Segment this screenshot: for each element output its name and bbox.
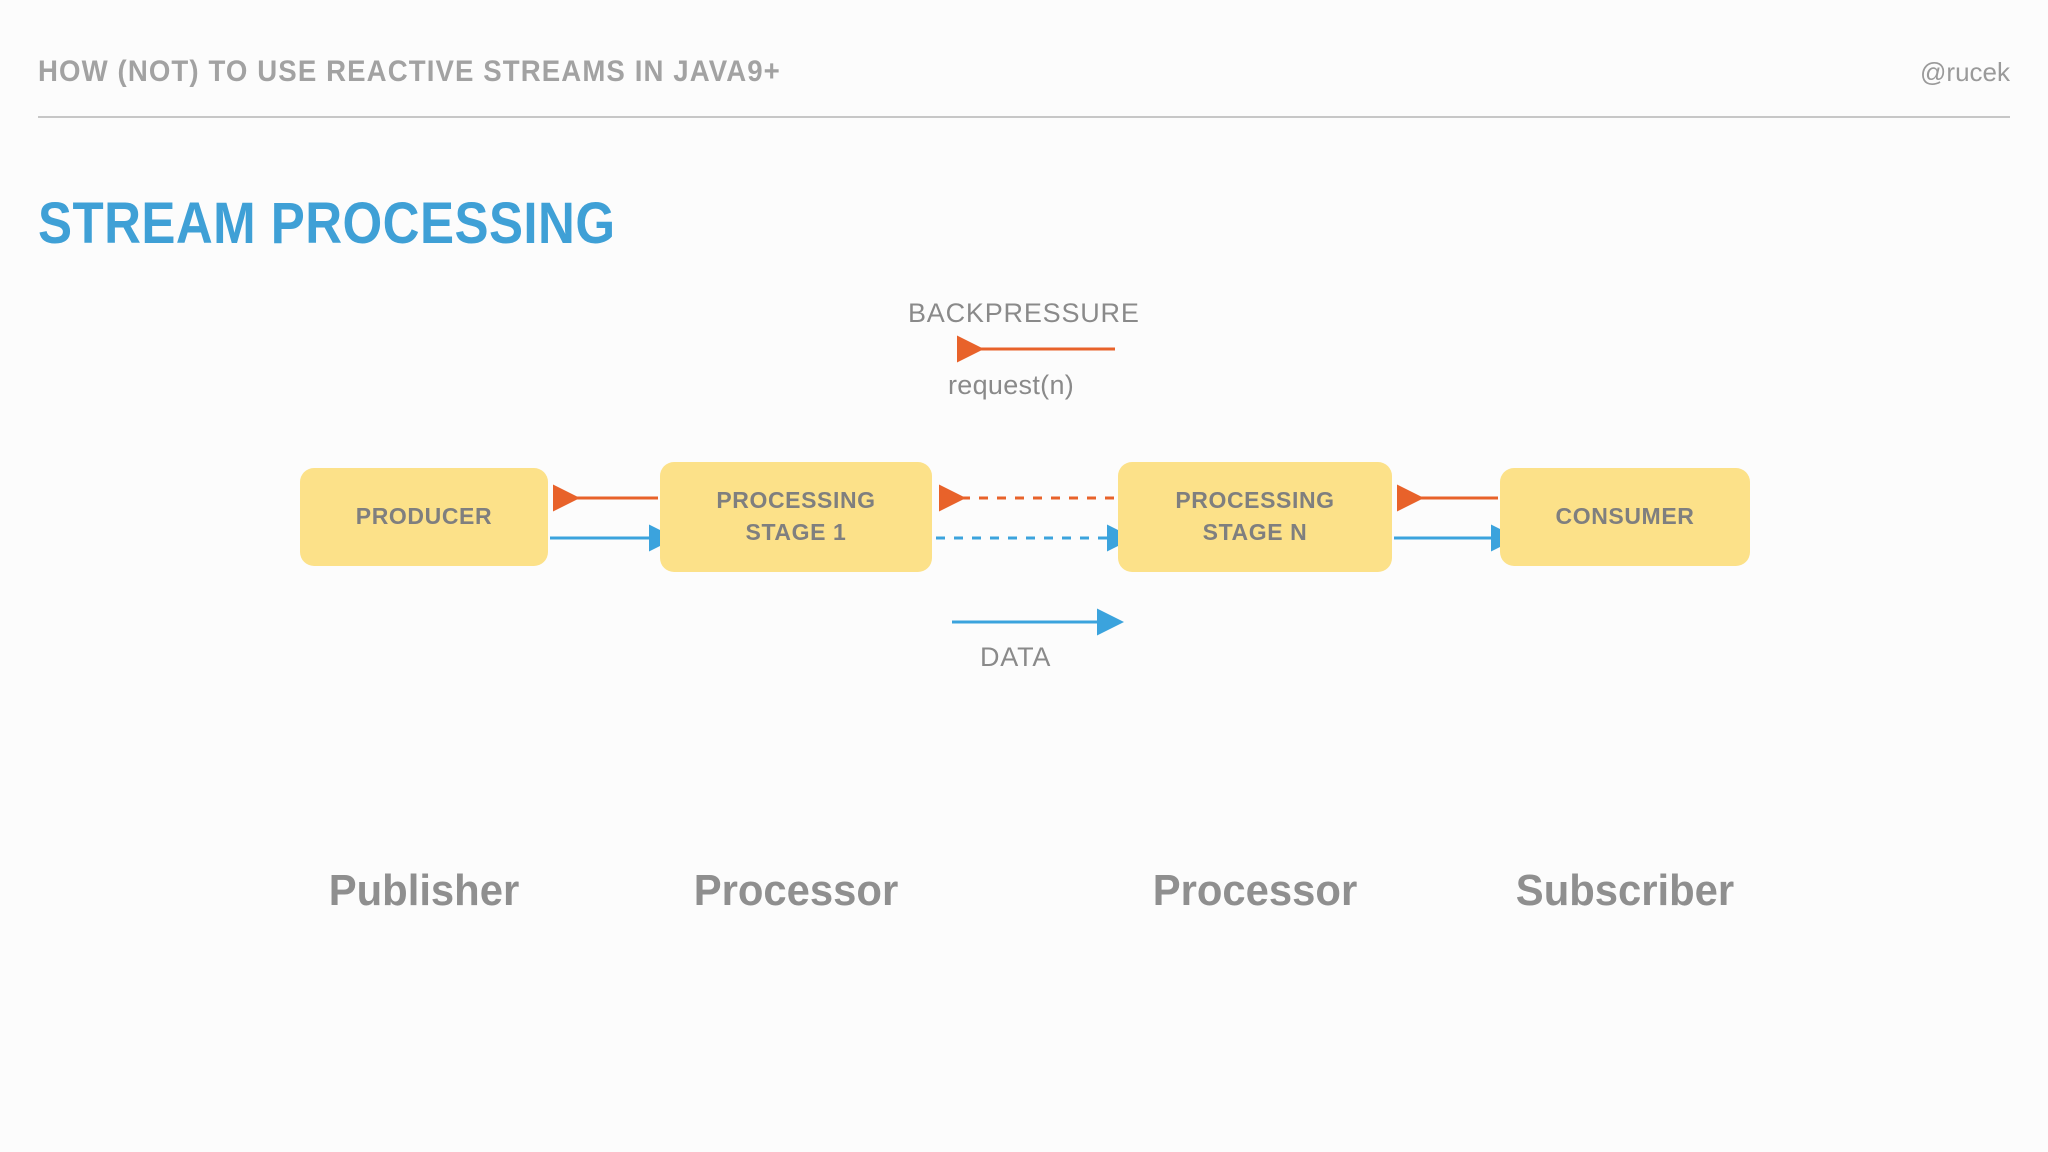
diagram-node-consumer[interactable]: CONSUMER bbox=[1500, 468, 1750, 566]
diagram-node-processing-stage-1[interactable]: PROCESSING STAGE 1 bbox=[660, 462, 932, 572]
slide-header: HOW (NOT) TO USE REACTIVE STREAMS IN JAV… bbox=[38, 55, 2010, 117]
diagram-node-producer[interactable]: PRODUCER bbox=[300, 468, 548, 566]
data-label: DATA bbox=[980, 642, 1052, 672]
author-handle: @rucek bbox=[1920, 57, 2010, 87]
role-label-subscriber: Subscriber bbox=[1515, 866, 1735, 915]
node-label: PROCESSING STAGE 1 bbox=[716, 487, 876, 545]
node-label: PRODUCER bbox=[355, 503, 493, 530]
page-title: STREAM PROCESSING bbox=[38, 191, 616, 256]
request-n-label: request(n) bbox=[948, 370, 1075, 400]
role-label-processor-1: Processor bbox=[693, 866, 899, 915]
diagram-node-processing-stage-n[interactable]: PROCESSING STAGE N bbox=[1118, 462, 1392, 572]
header-divider bbox=[38, 116, 2010, 118]
presentation-title: HOW (NOT) TO USE REACTIVE STREAMS IN JAV… bbox=[38, 55, 781, 88]
node-label: CONSUMER bbox=[1555, 503, 1695, 530]
node-label: PROCESSING STAGE N bbox=[1175, 487, 1335, 545]
role-label-publisher: Publisher bbox=[328, 866, 520, 915]
backpressure-label: BACKPRESSURE bbox=[908, 298, 1140, 328]
role-label-processor-2: Processor bbox=[1152, 866, 1358, 915]
